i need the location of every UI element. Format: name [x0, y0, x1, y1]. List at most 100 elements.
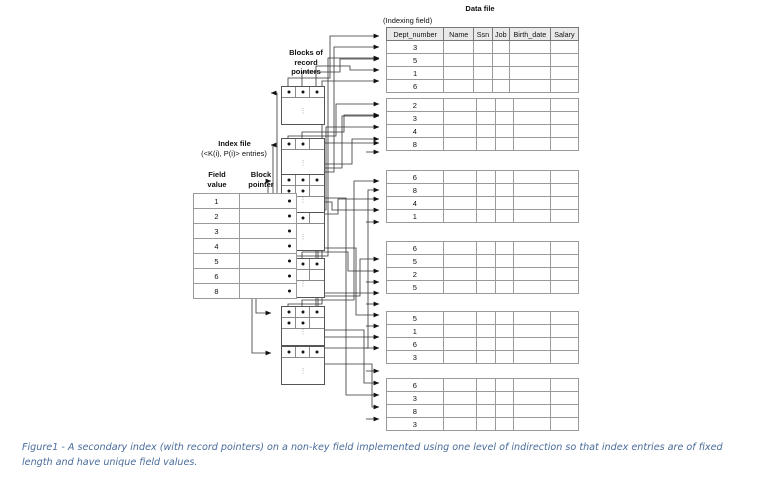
vertical-ellipsis-icon: ⋮	[299, 160, 307, 167]
index-block-pointer	[239, 193, 297, 209]
cell-birth-date	[512, 124, 551, 138]
index-field-value: 2	[193, 208, 240, 224]
cell-dept-number: 8	[386, 404, 444, 418]
cell-salary	[549, 391, 580, 405]
cell-name	[442, 417, 477, 431]
cell-ssn	[475, 241, 496, 255]
cell-name	[442, 254, 477, 268]
cell-salary	[549, 337, 580, 351]
cell-ssn	[475, 124, 496, 138]
index-block-pointer	[239, 253, 297, 269]
cell-dept-number: 5	[386, 311, 444, 325]
record-pointer-cell	[310, 307, 324, 318]
record-pointer-cell	[296, 186, 310, 197]
pointer-row	[282, 347, 324, 358]
pointer-block-6: ⋮	[281, 306, 325, 346]
cell-job	[494, 111, 514, 125]
table-row: 6	[386, 170, 580, 184]
cell-job	[494, 137, 514, 151]
table-row: 4	[386, 196, 580, 210]
cell-salary	[549, 79, 580, 93]
pointer-row	[282, 318, 324, 329]
record-pointer-cell	[296, 259, 310, 270]
vertical-ellipsis-icon: ⋮	[299, 368, 307, 375]
column-header-job: Job	[491, 27, 510, 41]
cell-birth-date	[508, 79, 551, 93]
cell-salary	[549, 196, 580, 210]
column-header-dept-number: Dept_number	[385, 27, 445, 41]
index-entry-row: 3	[193, 223, 297, 239]
cell-dept-number: 5	[386, 280, 444, 294]
cell-dept-number: 6	[386, 378, 444, 392]
cell-job	[494, 404, 514, 418]
cell-job	[491, 66, 510, 80]
cell-job	[494, 196, 514, 210]
table-row: 4	[386, 124, 580, 138]
column-header-birth-date: Birth_date	[508, 27, 551, 41]
cell-job	[491, 53, 510, 67]
cell-name	[442, 209, 477, 223]
cell-name	[442, 267, 477, 281]
table-row: 3	[386, 391, 580, 405]
record-pointer-cell-empty	[310, 318, 324, 329]
cell-birth-date	[512, 137, 551, 151]
cell-ssn	[475, 170, 496, 184]
cell-job	[491, 79, 510, 93]
cell-job	[494, 350, 514, 364]
cell-name	[442, 170, 477, 184]
cell-birth-date	[512, 337, 551, 351]
cell-salary	[549, 378, 580, 392]
cell-birth-date	[512, 391, 551, 405]
cell-ssn	[475, 196, 496, 210]
record-pointer-cell	[310, 259, 324, 270]
cell-birth-date	[512, 196, 551, 210]
cell-ssn	[473, 66, 493, 80]
index-header-field-value-line2: value	[207, 179, 227, 189]
cell-job	[494, 267, 514, 281]
cell-salary	[549, 417, 580, 431]
bop-title-line-3: pointers	[291, 67, 321, 76]
index-header-block-pointer-line2: pointer	[248, 179, 274, 189]
cell-name	[442, 183, 477, 197]
cell-birth-date	[508, 53, 551, 67]
cell-ssn	[475, 311, 496, 325]
cell-name	[442, 311, 477, 325]
pointer-block-1: ⋮	[281, 86, 325, 125]
cell-birth-date	[512, 111, 551, 125]
cell-birth-date	[512, 324, 551, 338]
cell-job	[494, 324, 514, 338]
cell-ssn	[475, 209, 496, 223]
record-pointer-cell	[282, 307, 296, 318]
vertical-ellipsis-icon: ⋮	[299, 234, 307, 241]
index-block-pointer	[239, 238, 297, 254]
cell-birth-date	[508, 66, 551, 80]
index-field-value: 1	[193, 193, 240, 209]
column-header-salary: Salary	[549, 27, 580, 41]
index-field-value: 3	[193, 223, 240, 239]
record-pointer-cell-empty	[310, 270, 324, 281]
data-file-block-6: 6 3 8 3	[386, 378, 580, 431]
record-pointer-cell	[310, 347, 324, 358]
record-pointer-cell	[296, 139, 310, 150]
vertical-ellipsis-icon: ⋮	[299, 108, 307, 115]
table-row: 2	[386, 267, 580, 281]
cell-salary	[549, 40, 580, 54]
record-pointer-cell	[310, 175, 324, 186]
table-row: 8	[386, 137, 580, 151]
vertical-ellipsis-icon: ⋮	[299, 329, 307, 336]
cell-salary	[549, 324, 580, 338]
index-file-subtitle: (<K(i), P(i)> entries)	[201, 149, 267, 158]
cell-ssn	[473, 53, 493, 67]
cell-dept-number: 4	[386, 196, 444, 210]
cell-name	[442, 324, 477, 338]
index-entry-row: 8	[193, 283, 297, 299]
cell-name	[443, 79, 475, 93]
cell-birth-date	[512, 404, 551, 418]
cell-dept-number: 6	[386, 241, 444, 255]
cell-salary	[549, 311, 580, 325]
cell-dept-number: 6	[385, 79, 445, 93]
cell-job	[494, 378, 514, 392]
cell-job	[494, 280, 514, 294]
